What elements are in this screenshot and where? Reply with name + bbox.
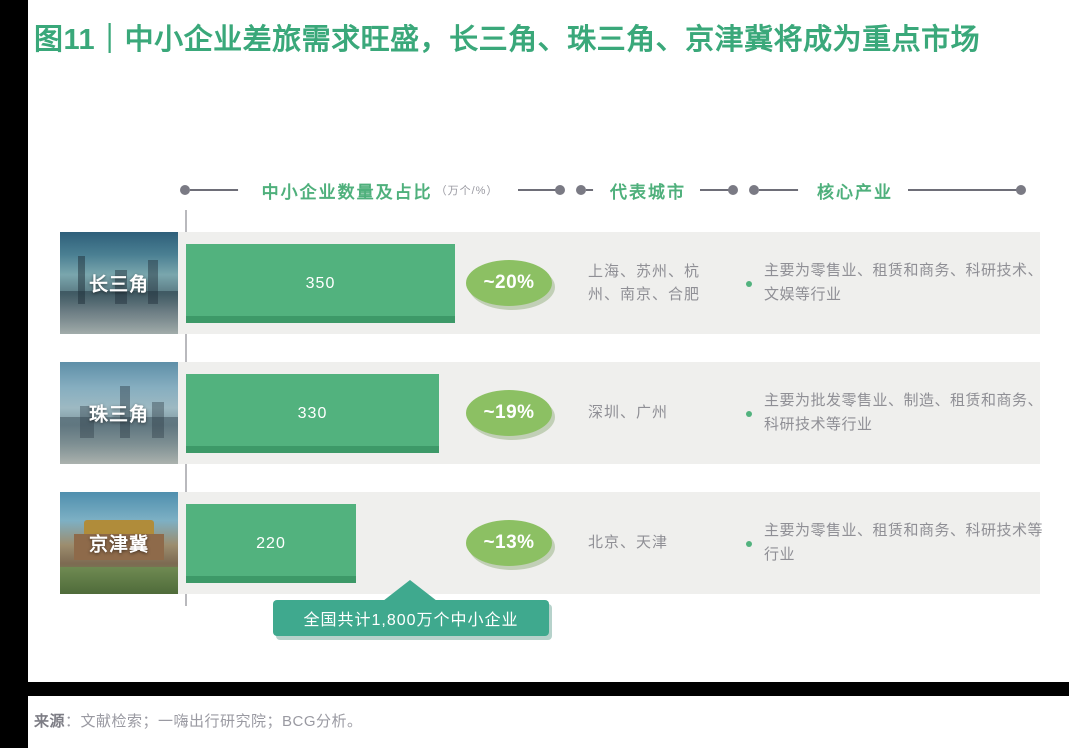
industry-text: 主要为零售业、租赁和商务、科研技术等行业 <box>764 522 1044 563</box>
bar-base-shadow <box>186 576 356 583</box>
rail-dot-left <box>180 185 190 195</box>
share-badge-label: ~19% <box>483 402 535 423</box>
industry-text: 主要为零售业、租赁和商务、科研技术、文娱等行业 <box>764 262 1044 303</box>
rail-dot-3b <box>749 185 759 195</box>
callout-arrow-icon <box>383 580 437 601</box>
bullet-icon <box>746 281 752 287</box>
table-row: 珠三角 330 ~19% 深圳、广州 主要为批发零售业、制造、租赁和商务、科研技… <box>28 362 1069 464</box>
share-badge: ~20% <box>466 260 552 306</box>
source-prefix: 来源 <box>34 713 66 730</box>
region-label: 京津冀 <box>88 534 149 556</box>
value-bar: 350 <box>186 244 455 323</box>
rail-line-6 <box>908 189 1020 191</box>
bullet-icon <box>746 411 752 417</box>
bar-base-shadow <box>186 446 439 453</box>
rail-line-2 <box>518 189 558 191</box>
column-header-count-unit: （万个/%） <box>435 185 499 197</box>
share-badge: ~13% <box>466 520 552 566</box>
value-bar: 220 <box>186 504 356 583</box>
column-header-rail: 中小企业数量及占比 （万个/%） 代表城市 核心产业 <box>28 172 1069 208</box>
column-header-count-label: 中小企业数量及占比 <box>261 182 433 202</box>
share-badge: ~19% <box>466 390 552 436</box>
rail-dot-3a <box>728 185 738 195</box>
industry-cell: 主要为批发零售业、制造、租赁和商务、科研技术等行业 <box>746 362 1046 464</box>
chart-canvas: 中小企业数量及占比 （万个/%） 代表城市 核心产业 <box>28 148 1069 682</box>
rail-dot-2a <box>555 185 565 195</box>
bar-value-label: 350 <box>305 274 336 292</box>
industry-text: 主要为批发零售业、制造、租赁和商务、科研技术等行业 <box>764 392 1044 433</box>
rail-line-1 <box>190 189 242 191</box>
cities-cell: 深圳、广州 <box>588 404 669 422</box>
region-thumbnail: 长三角 <box>60 232 178 334</box>
region-label: 长三角 <box>88 274 149 296</box>
total-callout-label: 全国共计1,800万个中小企业 <box>303 612 519 629</box>
bar-base-shadow <box>186 316 455 323</box>
region-thumbnail: 珠三角 <box>60 362 178 464</box>
title-band: 图11｜中小企业差旅需求旺盛，长三角、珠三角、京津冀将成为重点市场 <box>28 0 1069 148</box>
table-row: 京津冀 220 ~13% 北京、天津 主要为零售业、租赁和商务、科研技术等行业 <box>28 492 1069 594</box>
source-rest: ：文献检索；一嗨出行研究院；BCG分析。 <box>65 713 363 730</box>
cities-cell: 上海、苏州、杭州、南京、合肥 <box>588 262 701 303</box>
column-header-count: 中小企业数量及占比 （万个/%） <box>238 172 522 208</box>
industry-cell: 主要为零售业、租赁和商务、科研技术、文娱等行业 <box>746 232 1046 334</box>
bar-value-label: 330 <box>297 404 328 422</box>
bar-value-label: 220 <box>256 534 286 552</box>
cities-cell: 北京、天津 <box>588 534 669 552</box>
share-badge-label: ~13% <box>483 532 535 553</box>
column-header-industry: 核心产业 <box>798 172 912 208</box>
source-note: 来源：文献检索；一嗨出行研究院；BCG分析。 <box>34 710 363 731</box>
industry-cell: 主要为零售业、租赁和商务、科研技术等行业 <box>746 492 1046 594</box>
rail-dot-right <box>1016 185 1026 195</box>
footer-band: 来源：文献检索；一嗨出行研究院；BCG分析。 <box>28 696 1069 748</box>
column-header-industry-label: 核心产业 <box>817 182 893 202</box>
column-header-cities-label: 代表城市 <box>610 182 686 202</box>
bullet-icon <box>746 541 752 547</box>
total-callout: 全国共计1,800万个中小企业 <box>273 600 549 636</box>
region-label: 珠三角 <box>88 404 149 426</box>
share-badge-label: ~20% <box>483 272 535 293</box>
value-bar: 330 <box>186 374 439 453</box>
region-thumbnail: 京津冀 <box>60 492 178 594</box>
column-header-cities: 代表城市 <box>593 172 703 208</box>
rail-dot-2b <box>576 185 586 195</box>
page-title: 图11｜中小企业差旅需求旺盛，长三角、珠三角、京津冀将成为重点市场 <box>34 24 981 56</box>
rail-line-4 <box>700 189 736 191</box>
table-row: 长三角 350 ~20% 上海、苏州、杭州、南京、合肥 主要为零售业、租赁和商务… <box>28 232 1069 334</box>
